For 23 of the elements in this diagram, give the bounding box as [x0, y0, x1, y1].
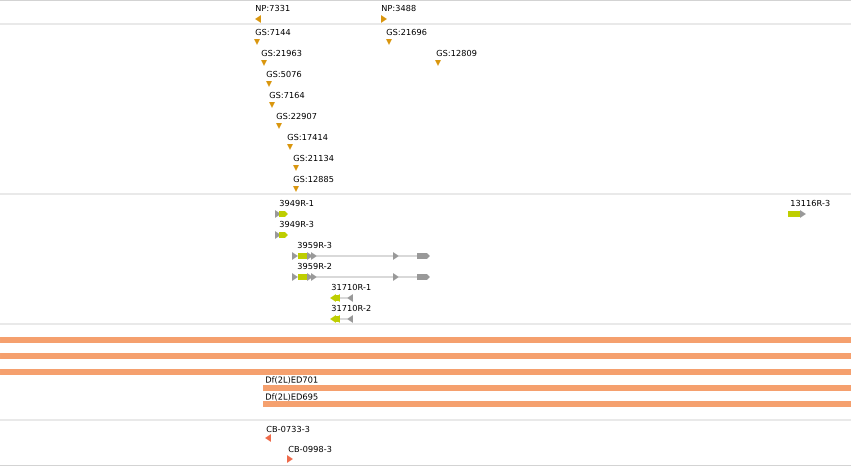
- feature-label: GS:21696: [386, 28, 426, 36]
- feature-label: CB-0733-3: [266, 426, 310, 432]
- feature-label: 31710R-1: [332, 284, 370, 290]
- feature-label: 31710R-2: [332, 304, 370, 312]
- feature-label: NP:3488: [382, 4, 416, 12]
- feature-label: GS:21963: [262, 50, 302, 56]
- feature-label: 3959R-3: [298, 242, 332, 248]
- feature-label: GS:12885: [294, 176, 334, 182]
- feature-label: Df(2L)ED695: [266, 393, 318, 401]
- feature-label: 3959R-2: [298, 262, 332, 270]
- feature-label: 3949R-1: [280, 200, 314, 206]
- feature-label: NP:7331: [256, 4, 290, 12]
- feature-label: CB-0998-3: [288, 446, 332, 452]
- feature-label: GS:21134: [294, 154, 334, 162]
- feature-label: Df(2L)ED701: [266, 376, 318, 384]
- feature-label: 3949R-3: [280, 220, 314, 228]
- feature-label: GS:7144: [256, 28, 290, 36]
- feature-label: GS:17414: [288, 134, 328, 140]
- feature-label: GS:22907: [276, 112, 316, 120]
- feature-label: GS:5076: [266, 70, 302, 78]
- feature-label: GS:12809: [436, 50, 476, 56]
- feature-label: 13116R-3: [791, 200, 830, 206]
- feature-label: GS:7164: [270, 92, 304, 98]
